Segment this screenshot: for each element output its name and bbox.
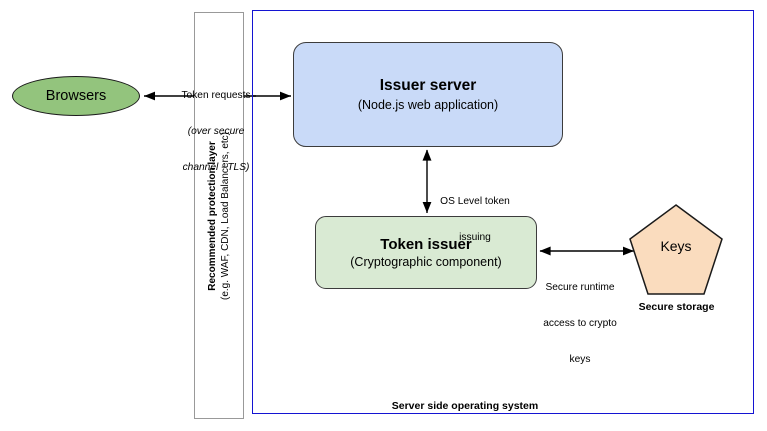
browsers-node[interactable]: Browsers: [12, 76, 140, 116]
secure-storage-caption: Secure storage: [638, 301, 715, 313]
token-requests-line2: (over secure: [187, 126, 245, 138]
server-os-caption: Server side operating system (Recommende…: [300, 375, 630, 431]
keys-pentagon-shape: [629, 204, 723, 295]
issuer-server-node[interactable]: Issuer server (Node.js web application): [293, 42, 563, 147]
os-level-line1: OS Level token: [440, 196, 510, 208]
token-issuer-node[interactable]: Token issuer (Cryptographic component): [315, 216, 537, 289]
secure-runtime-edge-label: Secure runtime access to crypto keys: [539, 258, 621, 390]
token-requests-edge-label: Token requests (over secure channel - TL…: [164, 66, 268, 198]
server-os-boundary: [252, 10, 754, 414]
token-requests-line1: Token requests: [181, 90, 251, 102]
token-issuer-subtitle: (Cryptographic component): [350, 255, 502, 269]
secure-runtime-line3: keys: [569, 354, 591, 366]
os-level-edge-label: OS Level token issuing: [420, 172, 530, 268]
secure-runtime-line1: Secure runtime: [545, 282, 615, 294]
server-os-title: Server side operating system: [391, 399, 539, 412]
token-issuer-title: Token issuer: [380, 236, 472, 253]
keys-label: Keys: [660, 238, 692, 254]
issuer-server-title: Issuer server: [379, 77, 477, 94]
token-requests-line3: channel - TLS): [182, 162, 250, 174]
issuer-server-subtitle: (Node.js web application): [357, 98, 499, 112]
os-level-line2: issuing: [459, 232, 491, 244]
protection-layer-box: [194, 12, 244, 419]
browsers-label: Browsers: [45, 88, 107, 104]
secure-runtime-line2: access to crypto: [543, 318, 617, 330]
